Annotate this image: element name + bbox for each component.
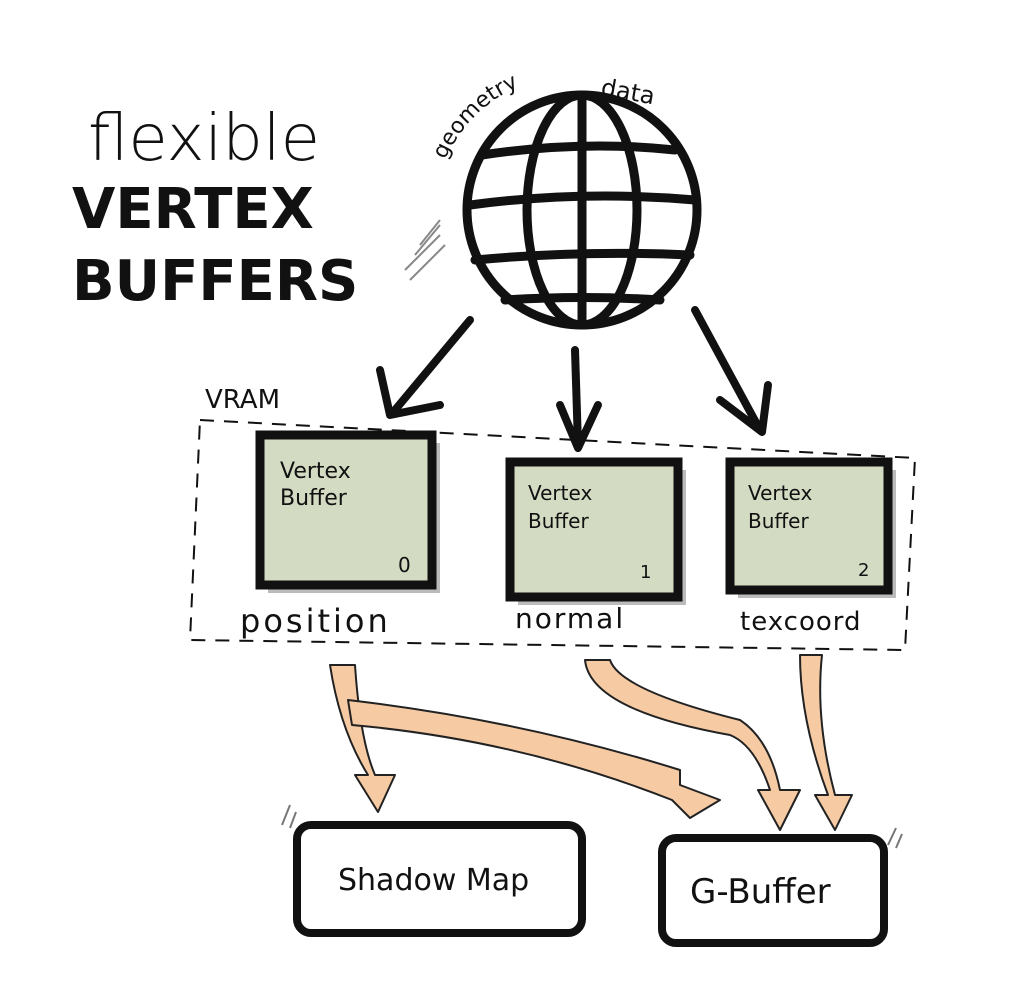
svg-text:Buffer: Buffer (280, 486, 348, 511)
title-line-3: BUFFERS (72, 249, 358, 314)
title-line-2: VERTEX (72, 177, 314, 242)
motion-marks-icon (281, 804, 903, 849)
arrow-to-buffer-2 (691, 306, 764, 434)
svg-text:Shadow Map: Shadow Map (338, 863, 529, 898)
globe-icon (462, 90, 702, 330)
title-line-1: flexible (88, 102, 320, 176)
vram-label: VRAM (205, 385, 280, 415)
svg-text:Vertex: Vertex (528, 481, 592, 505)
svg-text:G-Buffer: G-Buffer (690, 872, 831, 912)
vertex-buffer-0: Vertex Buffer 0 position (240, 430, 440, 640)
attribute-label-texcoord: texcoord (740, 607, 862, 637)
attribute-label-position: position (240, 602, 391, 640)
flow-normal-to-gbuffer (584, 659, 801, 831)
flow-position-to-gbuffer (347, 699, 721, 819)
svg-text:Vertex: Vertex (280, 459, 351, 484)
distribution-arrows (376, 306, 772, 452)
flow-texcoord-to-gbuffer (799, 654, 853, 831)
arrow-to-buffer-1 (571, 346, 582, 449)
svg-text:Buffer: Buffer (748, 509, 809, 533)
svg-text:Buffer: Buffer (528, 509, 589, 533)
gbuffer-target: G-Buffer (658, 834, 888, 947)
svg-text:2: 2 (858, 560, 869, 581)
flow-arrows (329, 654, 853, 831)
vertex-buffer-1: Vertex Buffer 1 normal (505, 457, 686, 635)
vertex-buffer-2: Vertex Buffer 2 texcoord (725, 457, 896, 637)
title: flexible VERTEX BUFFERS (72, 102, 358, 314)
shadow-map-target: Shadow Map (293, 821, 586, 937)
flow-position-to-shadowmap (329, 664, 396, 813)
svg-text:0: 0 (398, 553, 411, 577)
attribute-label-normal: normal (515, 602, 625, 635)
svg-text:1: 1 (640, 562, 651, 583)
globe-shade-icon (404, 219, 446, 281)
svg-text:Vertex: Vertex (748, 481, 812, 505)
arrow-to-buffer-0 (391, 316, 474, 414)
